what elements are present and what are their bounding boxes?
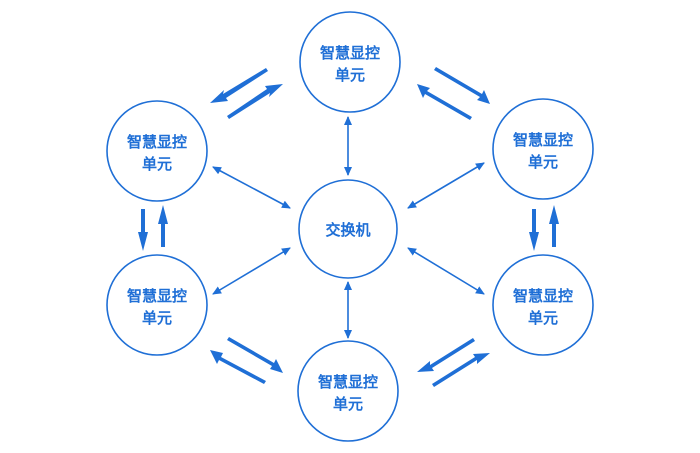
connector-hub-right-upper xyxy=(407,162,485,209)
unit-circle xyxy=(106,254,208,356)
hub-connections xyxy=(212,116,485,339)
ring-arrow-bl-2 xyxy=(227,337,283,373)
unit-circle xyxy=(492,98,594,200)
unit-circle xyxy=(106,100,208,202)
unit-label-line2: 单元 xyxy=(528,309,558,327)
ring-arrow-tr-2 xyxy=(434,67,490,104)
unit-label-line2: 单元 xyxy=(528,153,558,171)
unit-node-left-upper: 智慧显控 单元 xyxy=(106,100,208,202)
hub-label: 交换机 xyxy=(325,221,370,239)
unit-label-line2: 单元 xyxy=(142,309,172,327)
unit-node-left-lower: 智慧显控 单元 xyxy=(106,254,208,356)
unit-circle xyxy=(492,254,594,356)
unit-node-bottom: 智慧显控 单元 xyxy=(297,340,399,442)
unit-node-right-upper: 智慧显控 单元 xyxy=(492,98,594,200)
unit-label-line1: 智慧显控 xyxy=(127,287,187,305)
unit-circle xyxy=(299,11,401,113)
hub-circle xyxy=(298,179,398,279)
unit-label-line1: 智慧显控 xyxy=(513,287,573,305)
unit-label-line1: 智慧显控 xyxy=(320,44,380,62)
unit-label-line1: 智慧显控 xyxy=(318,373,378,391)
ring-arrow-br-1 xyxy=(417,338,475,372)
ring-arrow-tl-1 xyxy=(210,68,268,103)
ring-arrow-br-2 xyxy=(432,353,490,387)
connector-hub-left-upper xyxy=(212,166,291,209)
unit-node-right-lower: 智慧显控 单元 xyxy=(492,254,594,356)
hub-node: 交换机 xyxy=(298,179,398,279)
ring-arrow-tl-2 xyxy=(227,84,283,119)
unit-circle xyxy=(297,340,399,442)
ring-arrow-right-1 xyxy=(529,209,539,251)
unit-label-line2: 单元 xyxy=(335,66,365,84)
ring-arrow-left-1 xyxy=(138,209,148,251)
unit-label-line2: 单元 xyxy=(142,155,172,173)
unit-label-line1: 智慧显控 xyxy=(127,133,187,151)
unit-node-top: 智慧显控 单元 xyxy=(299,11,401,113)
connector-hub-right-lower xyxy=(407,247,485,295)
ring-arrow-bl-1 xyxy=(210,350,266,384)
ring-arrow-left-2 xyxy=(158,205,168,247)
ring-arrow-tr-1 xyxy=(417,84,472,120)
unit-label-line1: 智慧显控 xyxy=(513,131,573,149)
ring-connections xyxy=(138,67,559,387)
ring-arrow-right-2 xyxy=(549,205,559,247)
unit-label-line2: 单元 xyxy=(333,395,363,413)
connector-hub-left-lower xyxy=(212,247,291,295)
